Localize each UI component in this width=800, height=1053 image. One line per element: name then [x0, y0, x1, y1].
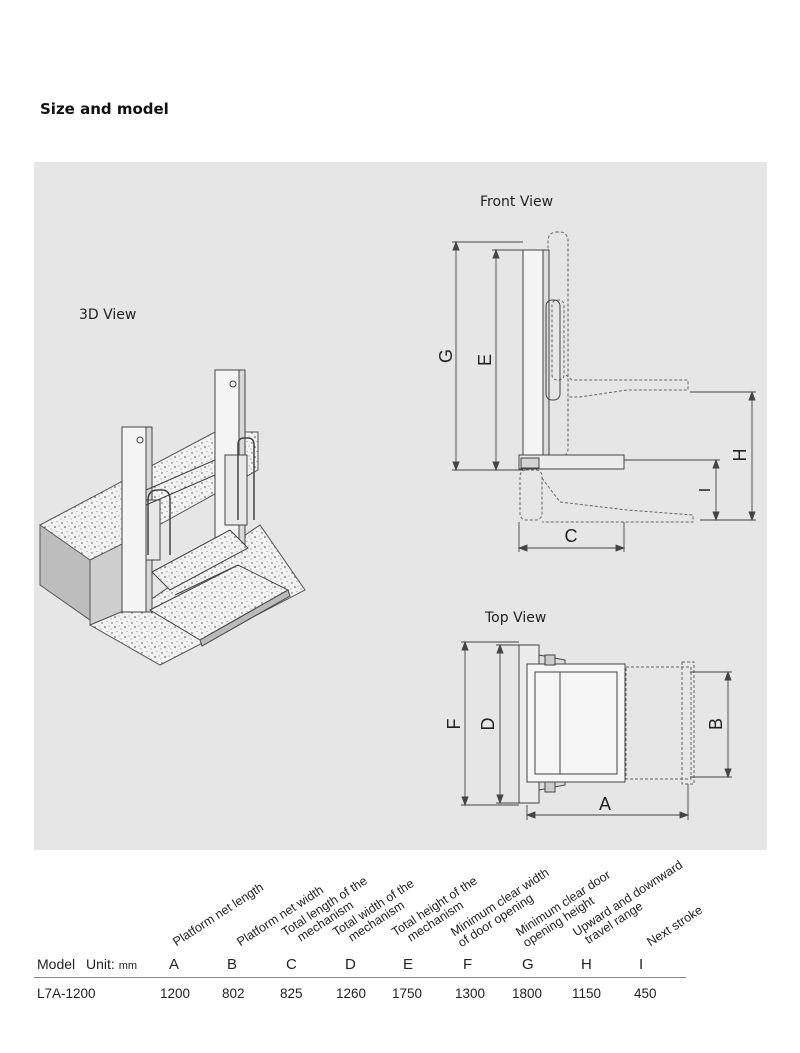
col-letter-c: C [286, 956, 297, 973]
col-letter-a: A [169, 956, 180, 973]
dim-b-label: B [706, 718, 726, 730]
three-d-drawing [39, 369, 306, 666]
view-label-top: Top View [485, 610, 547, 626]
table-divider [34, 977, 686, 978]
col-letter-h: H [581, 956, 592, 973]
cell-b: 802 [222, 986, 245, 1001]
dim-d-label: D [478, 718, 498, 731]
cell-e: 1750 [392, 986, 423, 1001]
cell-f: 1300 [455, 986, 486, 1001]
section-title: Size and model [40, 100, 169, 118]
view-label-front: Front View [480, 194, 554, 210]
dim-e-label: E [475, 354, 495, 366]
front-view-drawing: G E H I C [436, 231, 756, 552]
view-label-3d: 3D View [79, 307, 137, 323]
dim-f-label: F [444, 719, 464, 730]
cell-g: 1800 [512, 986, 543, 1001]
top-view-drawing: F D B A [444, 640, 732, 820]
cell-a: 1200 [160, 986, 191, 1001]
dim-h-label: H [730, 449, 750, 462]
cell-c: 825 [280, 986, 303, 1001]
row-model: L7A-1200 [37, 986, 96, 1001]
col-letter-b: B [227, 956, 238, 973]
dim-c-label: C [565, 526, 578, 546]
model-column-label: Model [37, 956, 76, 972]
cell-i: 450 [634, 986, 657, 1001]
col-letter-d: D [345, 956, 356, 973]
dim-i-label: I [697, 488, 714, 492]
col-letter-g: G [522, 956, 534, 973]
col-letter-e: E [403, 956, 414, 973]
cell-h: 1150 [572, 986, 602, 1001]
unit-value: mm [118, 960, 138, 972]
col-letter-f: F [463, 956, 473, 973]
cell-d: 1260 [336, 986, 367, 1001]
dim-g-label: G [436, 349, 456, 363]
col-letter-i: I [639, 956, 644, 973]
unit-label: Unit: mm [86, 956, 138, 972]
dim-a-label: A [599, 794, 611, 814]
